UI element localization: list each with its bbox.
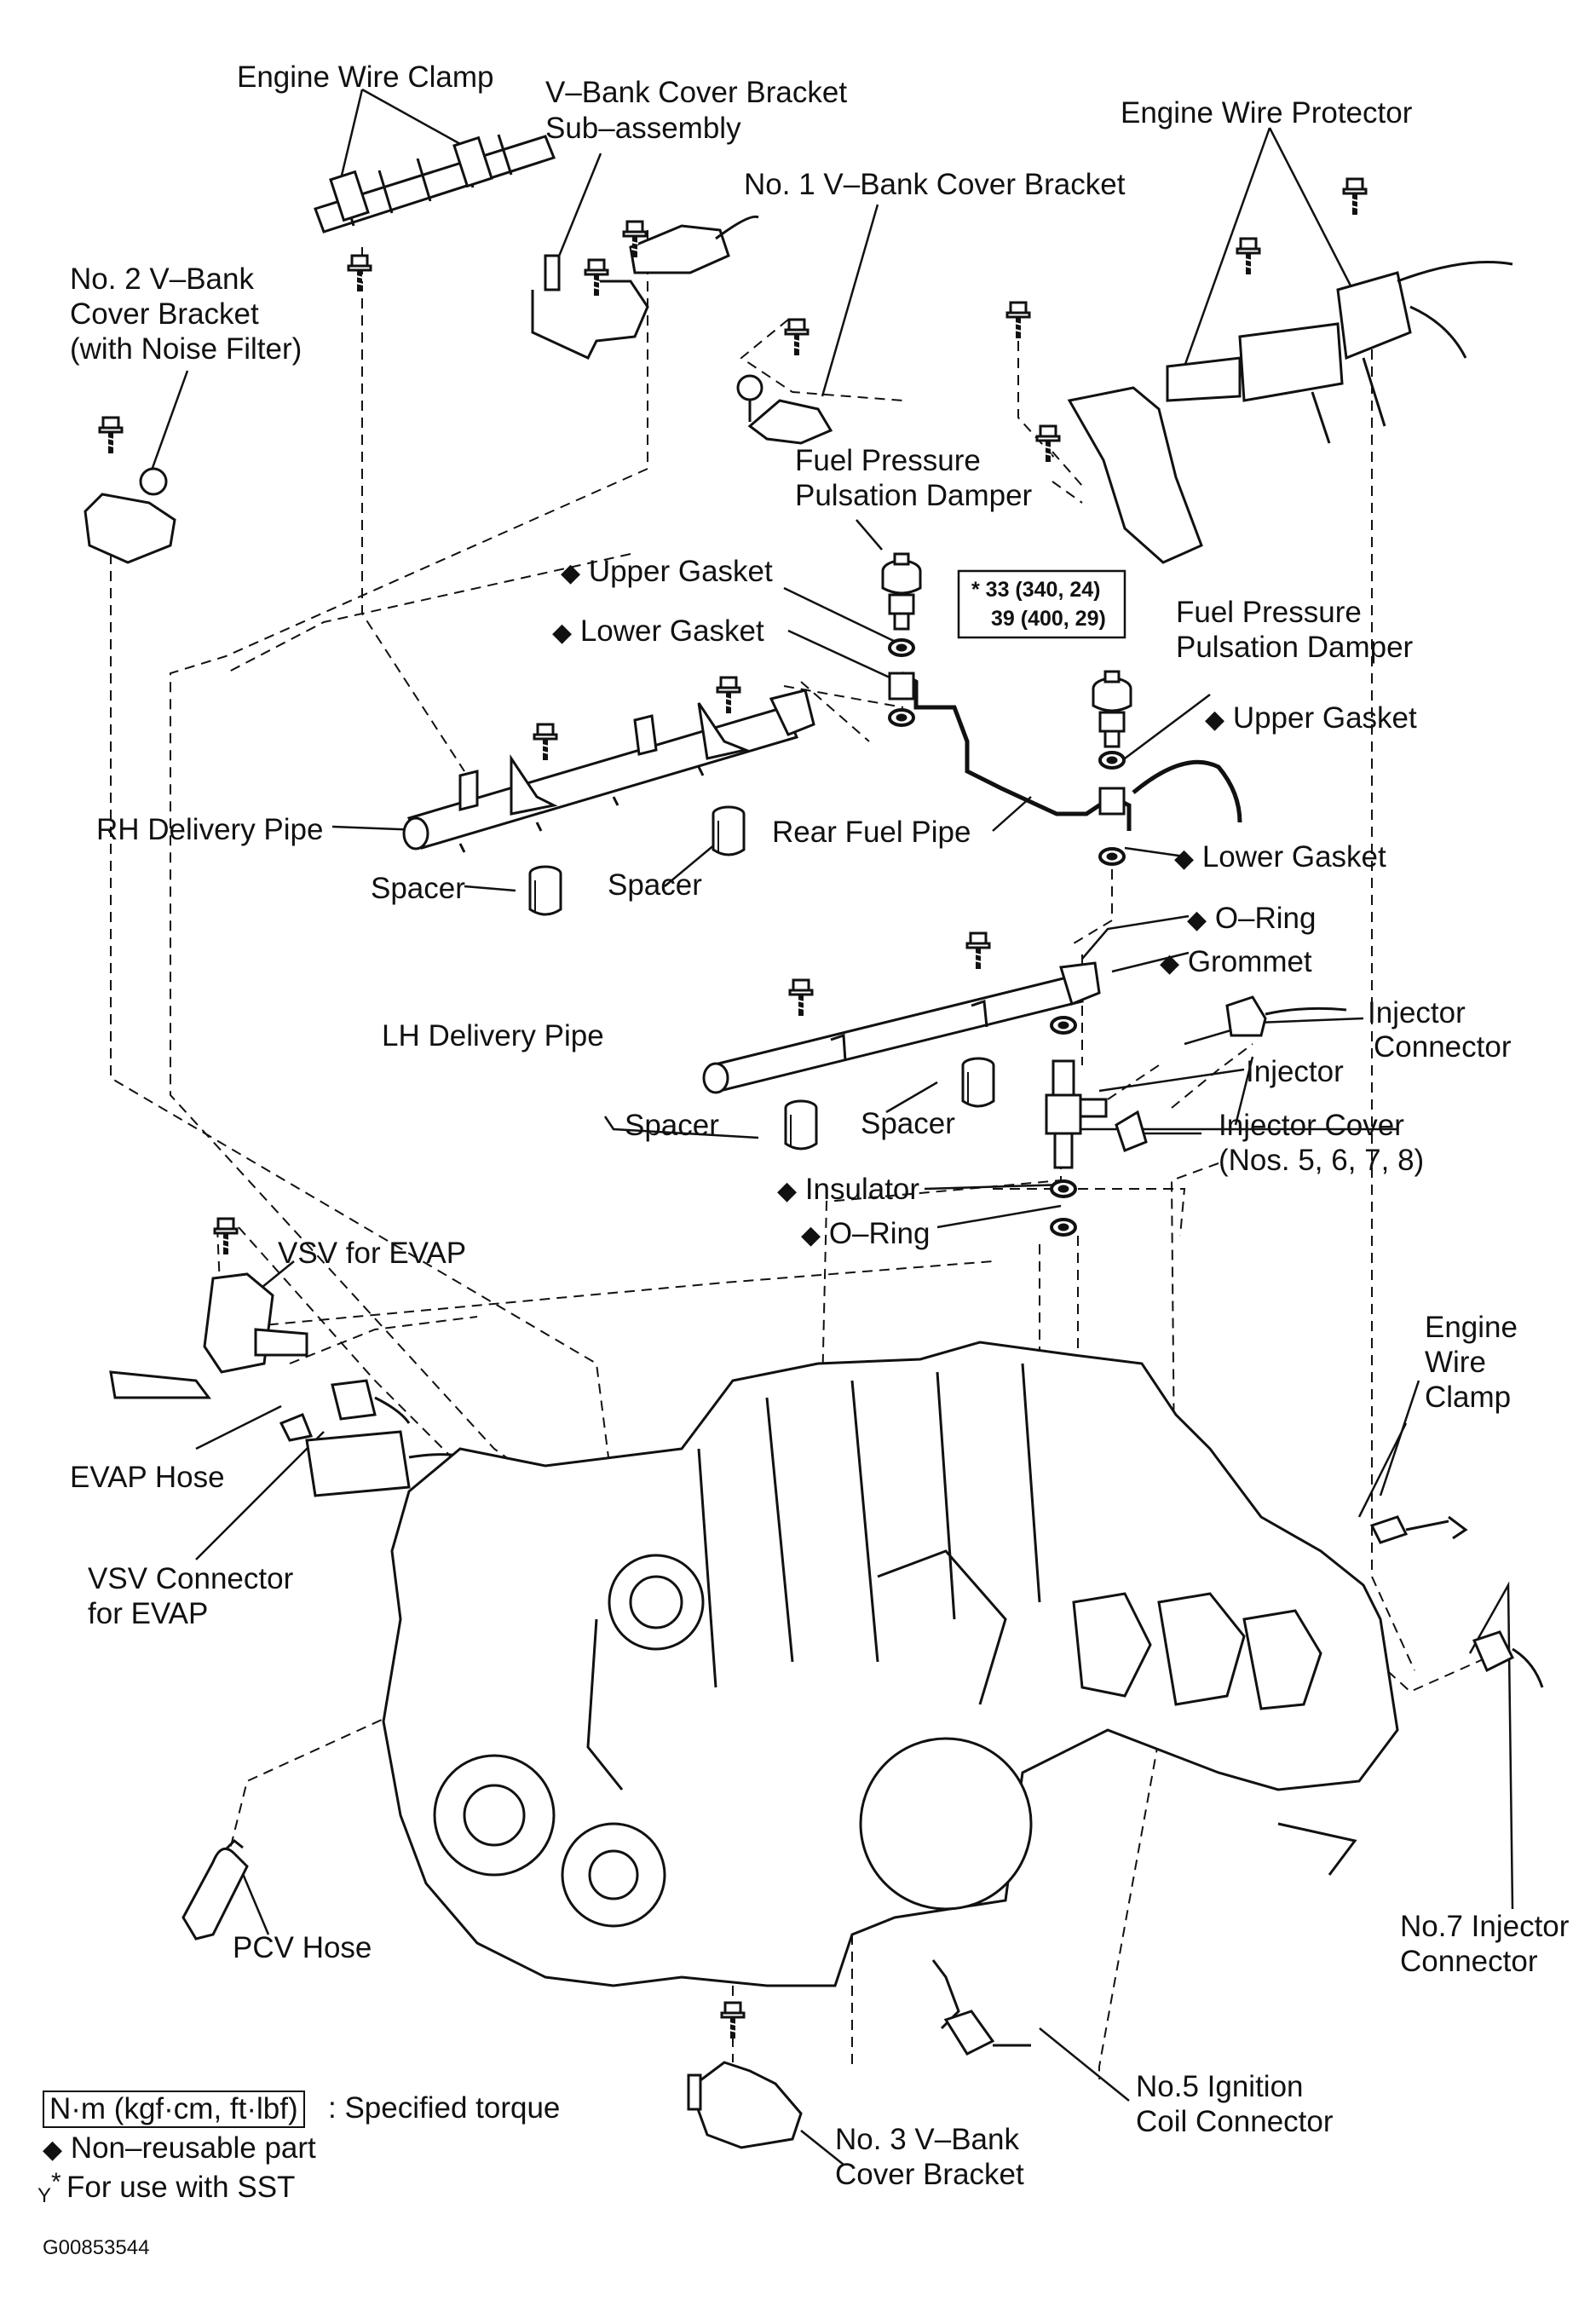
label-no2-v-bank-2: Cover Bracket [70,297,259,331]
label-spacer-1: Spacer [371,872,465,905]
legend-torque-units-box: N·m (kgf·cm, ft·lbf) [43,2091,305,2128]
label-rear-fuel-pipe: Rear Fuel Pipe [772,816,971,849]
legend-torque-description: : Specified torque [328,2091,561,2125]
label-no1-v-bank-cover-bracket: No. 1 V–Bank Cover Bracket [744,168,1126,201]
label-engine-wire-protector: Engine Wire Protector [1121,96,1413,130]
label-rh-delivery-pipe: RH Delivery Pipe [96,813,324,846]
label-engine-wire-clamp-right-3: Clamp [1425,1381,1512,1414]
label-injector-connector-2: Connector [1374,1030,1512,1064]
label-fuel-pressure-damper-1-line2: Pulsation Damper [795,479,1033,512]
label-engine-wire-clamp-top: Engine Wire Clamp [237,61,494,94]
label-o-ring-1: ◆ O–Ring [1187,901,1316,937]
label-injector: Injector [1246,1055,1344,1088]
legend-sst-marker: * [51,2168,61,2196]
label-lower-gasket-2-text: Lower Gasket [1201,840,1386,874]
label-lower-gasket-1-text: Lower Gasket [579,614,764,648]
label-no5-ignition-coil-1: No.5 Ignition [1136,2070,1304,2103]
label-evap-hose: EVAP Hose [70,1461,225,1494]
label-fuel-pressure-damper-2-line2: Pulsation Damper [1176,631,1414,664]
label-o-ring-2-text: O–Ring [828,1217,931,1250]
non-reusable-diamond-icon: ◆ [1205,706,1225,734]
label-o-ring-2: ◆ O–Ring [801,1216,930,1253]
label-grommet-text: Grommet [1187,945,1312,978]
label-no3-v-bank-1: No. 3 V–Bank [835,2123,1019,2156]
legend-non-reusable-text: Non–reusable part [70,2131,316,2165]
non-reusable-diamond-icon: ◆ [561,559,581,587]
label-lh-delivery-pipe: LH Delivery Pipe [382,1019,604,1052]
label-no2-v-bank-1: No. 2 V–Bank [70,262,254,296]
label-upper-gasket-2-text: Upper Gasket [1232,701,1417,735]
figure-id: G00853544 [43,2236,150,2259]
non-reusable-diamond-icon: ◆ [552,619,573,647]
non-reusable-diamond-icon: ◆ [1174,845,1195,873]
label-no3-v-bank-2: Cover Bracket [835,2158,1024,2191]
label-upper-gasket-1: ◆ Upper Gasket [561,554,773,591]
label-injector-cover-1: Injector Cover [1219,1109,1404,1142]
label-no2-v-bank-3: (with Noise Filter) [70,332,302,366]
label-pcv-hose: PCV Hose [233,1931,372,1964]
label-vsv-connector-1: VSV Connector [88,1562,294,1595]
label-no7-injector-connector-1: No.7 Injector [1400,1910,1570,1943]
label-upper-gasket-1-text: Upper Gasket [588,555,773,588]
label-spacer-2: Spacer [608,868,702,902]
non-reusable-diamond-icon: ◆ [1187,906,1207,934]
legend-sst-y: Y [37,2184,52,2207]
label-lower-gasket-2: ◆ Lower Gasket [1174,839,1386,876]
non-reusable-diamond-icon: ◆ [1160,949,1180,977]
non-reusable-diamond-icon: ◆ [801,1221,821,1249]
label-fuel-pressure-damper-1-line1: Fuel Pressure [795,444,981,477]
label-spacer-3: Spacer [625,1109,719,1142]
label-v-bank-bracket-subassembly-2: Sub–assembly [545,112,741,145]
label-no5-ignition-coil-2: Coil Connector [1136,2105,1334,2138]
label-engine-wire-clamp-right-2: Wire [1425,1346,1486,1379]
label-upper-gasket-2: ◆ Upper Gasket [1205,701,1417,737]
label-injector-cover-2: (Nos. 5, 6, 7, 8) [1219,1144,1425,1177]
label-vsv-connector-2: for EVAP [88,1597,209,1630]
torque-spec-line1: * 33 (340, 24) [971,578,1101,602]
non-reusable-diamond-icon: ◆ [43,2136,63,2164]
label-insulator-text: Insulator [804,1173,920,1206]
label-lower-gasket-1: ◆ Lower Gasket [552,614,764,650]
label-grommet: ◆ Grommet [1160,944,1312,981]
label-vsv-for-evap: VSV for EVAP [278,1237,467,1270]
label-injector-connector-1: Injector [1368,996,1466,1029]
label-fuel-pressure-damper-2-line1: Fuel Pressure [1176,596,1362,629]
label-no7-injector-connector-2: Connector [1400,1945,1538,1978]
label-engine-wire-clamp-right-1: Engine [1425,1311,1518,1344]
torque-spec-line2: 39 (400, 29) [991,607,1106,631]
legend-sst-description: For use with SST [66,2171,296,2204]
label-v-bank-bracket-subassembly-1: V–Bank Cover Bracket [545,76,848,109]
non-reusable-diamond-icon: ◆ [777,1177,798,1205]
label-spacer-4: Spacer [861,1107,955,1140]
label-o-ring-1-text: O–Ring [1214,902,1317,935]
label-insulator: ◆ Insulator [777,1172,919,1208]
legend-non-reusable: ◆ Non–reusable part [43,2131,316,2167]
